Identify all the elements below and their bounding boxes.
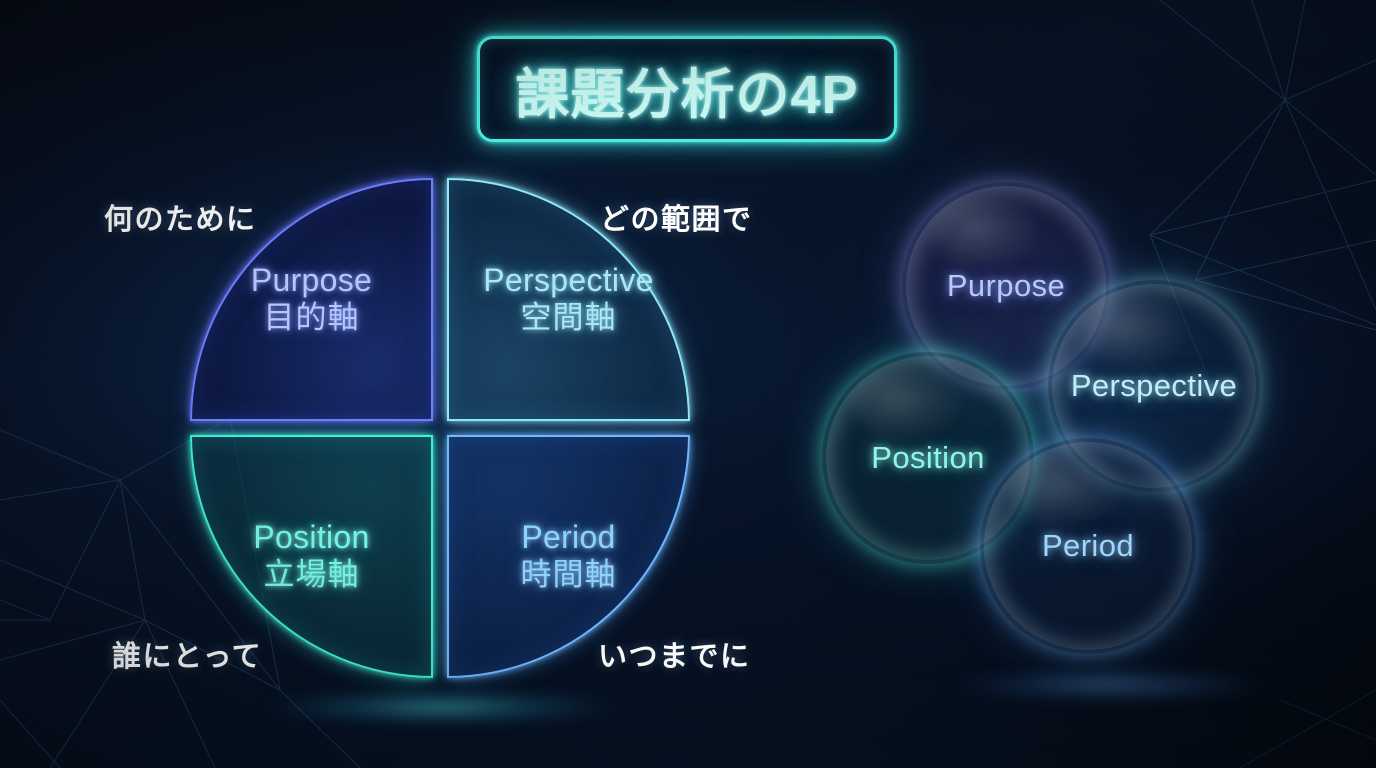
quadrant-position-ja: 立場軸 [263, 557, 360, 593]
quadrant-purpose-ja: 目的軸 [263, 300, 360, 336]
quadrant-period-ja: 時間軸 [520, 557, 617, 593]
caption-position: 誰にとって [112, 641, 263, 673]
wheel-floor-glow [265, 690, 615, 724]
quadrant-position-en: Position [253, 519, 370, 556]
quadrant-perspective-en: Perspective [483, 262, 654, 299]
caption-purpose: 何のために [104, 204, 257, 236]
quadrant-period-en: Period [521, 519, 616, 556]
quadrant-perspective[interactable]: Perspective 空間軸 [447, 178, 690, 421]
bubble-position-label: Position [871, 440, 985, 475]
bubble-perspective-label: Perspective [1070, 368, 1238, 403]
bubble-purpose-label: Purpose [946, 268, 1066, 303]
slide-title-box: 課題分析の4P [477, 36, 897, 142]
quadrant-perspective-ja: 空間軸 [520, 300, 617, 336]
four-p-wheel: Purpose 目的軸 Perspective 空間軸 Position 立場軸… [190, 178, 690, 678]
caption-perspective: どの範囲で [600, 204, 753, 236]
bubble-cluster: Purpose Perspective Position Period [800, 160, 1300, 700]
quadrant-purpose-en: Purpose [250, 262, 373, 299]
slide-title: 課題分析の4P [515, 64, 859, 125]
caption-period: いつまでに [598, 641, 751, 673]
bubble-period[interactable]: Period [980, 438, 1196, 654]
bubble-period-label: Period [1041, 528, 1134, 563]
